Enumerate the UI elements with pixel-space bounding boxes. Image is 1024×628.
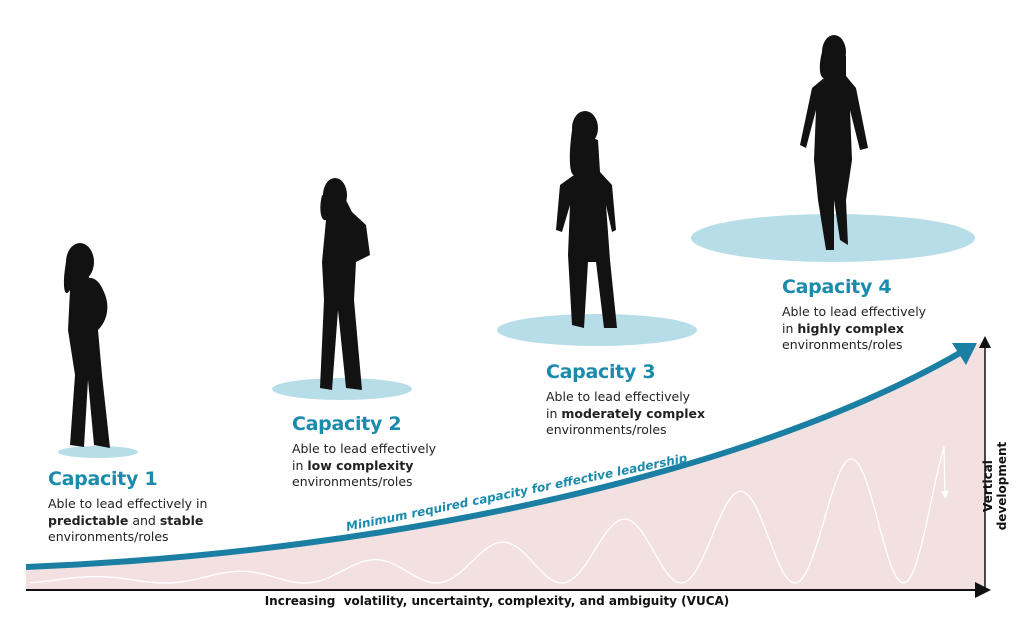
description-line: environments/roles <box>546 422 667 437</box>
capacity-2-description: Able to lead effectively in low complexi… <box>292 441 436 491</box>
description-line: Able to lead effectively <box>782 304 927 319</box>
description-line: predictable and stable <box>48 513 207 530</box>
vuca-area <box>26 340 985 590</box>
text: and <box>128 512 160 528</box>
person-silhouette-1 <box>63 243 110 448</box>
platform-3 <box>497 314 697 346</box>
description-line: in highly complex <box>782 321 926 338</box>
person-silhouette-3 <box>556 111 617 328</box>
text: in <box>782 320 798 336</box>
vuca-wave <box>29 446 949 584</box>
person-silhouette-4 <box>800 35 868 250</box>
y-axis-label: Vertical development <box>981 441 1009 531</box>
bold-text: low complexity <box>307 457 414 473</box>
capacity-1-description: Able to lead effectively in predictable … <box>48 496 207 546</box>
capacity-3-title: Capacity 3 <box>546 361 656 383</box>
capacity-4-block: Capacity 4 Able to lead effectively in h… <box>782 276 926 354</box>
description-line: Able to lead effectively <box>292 441 437 456</box>
bold-text: moderately complex <box>561 405 706 421</box>
capacity-3-description: Able to lead effectively in moderately c… <box>546 389 705 439</box>
capacity-curve <box>25 347 967 570</box>
description-line: environments/roles <box>782 337 903 352</box>
description-line: environments/roles <box>48 529 169 544</box>
capacity-2-block: Capacity 2 Able to lead effectively in l… <box>292 413 436 491</box>
capacity-4-description: Able to lead effectively in highly compl… <box>782 304 926 354</box>
x-axis-label: Increasing volatility, uncertainty, comp… <box>264 594 730 608</box>
platform-1 <box>58 446 138 458</box>
capacity-1-title: Capacity 1 <box>48 468 158 490</box>
capacity-2-title: Capacity 2 <box>292 413 402 435</box>
description-line: in low complexity <box>292 458 436 475</box>
description-line: Able to lead effectively in <box>48 496 208 511</box>
description-line: in moderately complex <box>546 406 705 423</box>
bold-text: highly complex <box>797 320 904 336</box>
description-line: environments/roles <box>292 474 413 489</box>
person-silhouette-2 <box>320 178 370 390</box>
capacity-curve-arrowhead <box>952 343 977 365</box>
text: in <box>546 405 562 421</box>
text: in <box>292 457 308 473</box>
bold-text: predictable <box>48 512 129 528</box>
capacity-1-block: Capacity 1 Able to lead effectively in p… <box>48 468 207 546</box>
description-line: Able to lead effectively <box>546 389 691 404</box>
capacity-4-title: Capacity 4 <box>782 276 892 298</box>
bold-text: stable <box>159 512 204 528</box>
platform-2 <box>272 378 412 400</box>
capacity-3-block: Capacity 3 Able to lead effectively in m… <box>546 361 705 439</box>
